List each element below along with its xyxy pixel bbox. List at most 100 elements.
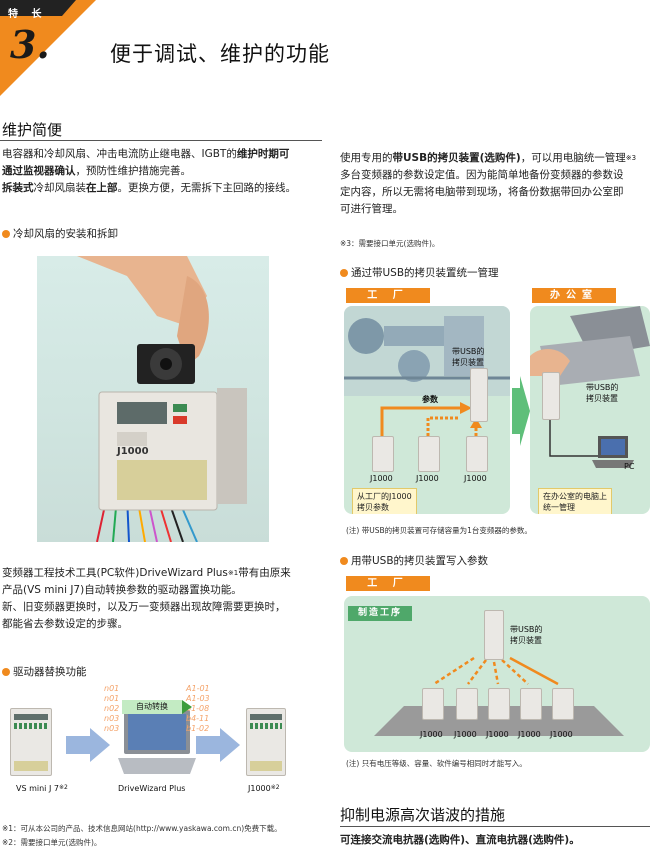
maintenance-line-2: 通过监视器确认，预防性维护措施完善。 — [2, 165, 191, 177]
laptop-icon — [118, 710, 196, 774]
office-usb-label: 带USB的拷贝装置 — [586, 383, 619, 403]
feature-number: 3. — [10, 22, 50, 67]
process-tag: 制造工序 — [348, 606, 412, 621]
office-manage-box: 在办公室的电脑上统一管理 — [538, 488, 612, 514]
inverter-label: J1000 — [454, 730, 477, 739]
replace-bullet: 驱动器替换功能 — [2, 664, 87, 679]
manage-bullet: 通过带USB的拷贝装置统一管理 — [340, 265, 499, 280]
param-code: b1-08 — [186, 704, 210, 713]
footnote-1: ※1：可从本公司的产品、技术信息网站(http://www.yaskawa.co… — [2, 824, 282, 833]
factory-tag-2: 工 厂 — [346, 576, 430, 591]
fan-photo: J1000 — [37, 256, 269, 542]
photo-model-label: J1000 — [117, 446, 149, 457]
corner-badge — [0, 0, 96, 96]
drivewizard-line-3: 新、旧变频器更换时，以及万一变频器出现故障需要更换时， — [2, 601, 286, 613]
manage-bullet-label: 通过带USB的拷贝装置统一管理 — [351, 267, 499, 279]
drivewizard-line-1: 变频器工程技术工具(PC软件)DriveWizard Plus※1带有由原来 — [2, 567, 291, 579]
section-rule — [340, 826, 650, 827]
param-label: 参数 — [422, 395, 438, 404]
inverter-icon — [466, 436, 488, 472]
note-b: (注) 只有电压等级、容量、软件编号相同时才能写入。 — [346, 759, 527, 768]
usb-copy-device-icon — [542, 372, 560, 420]
drivewizard-line-4: 都能省去参数设定的步骤。 — [2, 618, 128, 630]
drivewizard-text: 变频器工程技术工具(PC软件)DriveWizard Plus※1带有由原来 产… — [2, 565, 324, 633]
write-bullet: 用带USB的拷贝装置写入参数 — [340, 553, 488, 568]
usb-copy-label: 带USB的拷贝装置 — [452, 347, 485, 367]
param-code: n01 — [104, 684, 120, 693]
section-title-maintenance: 维护简便 — [2, 121, 63, 139]
replace-bullet-label: 驱动器替换功能 — [13, 666, 87, 678]
usb-copy-line-1: 使用专用的带USB的拷贝装置(选购件)，可以用电脑统一管理※3 — [340, 152, 637, 164]
usb-copy-device-icon — [470, 368, 488, 422]
inverter-label: J1000 — [550, 730, 573, 739]
vsmini-label: VS mini J 7※2 — [16, 784, 68, 793]
inverter-icon — [520, 688, 542, 720]
pc-label: PC — [624, 462, 635, 471]
inverter-label: J1000 — [416, 474, 439, 483]
inverter-icon — [488, 688, 510, 720]
inverter-icon — [456, 688, 478, 720]
param-code: b4-11 — [186, 714, 210, 723]
fan-bullet: 冷却风扇的安装和拆卸 — [2, 226, 118, 241]
param-code: n03 — [104, 724, 120, 733]
harmonics-text: 可连接交流电抗器(选购件)、直流电抗器(选购件)。 — [340, 834, 580, 846]
param-code: b1-02 — [186, 724, 210, 733]
inverter-label: J1000 — [464, 474, 487, 483]
usb-copy-line-2: 多台变频器的参数设定值。因为能简单地备份变频器的参数设 — [340, 169, 624, 181]
corner-graphic — [0, 0, 96, 96]
param-code: A1-01 — [186, 684, 210, 693]
write-bullet-label: 用带USB的拷贝装置写入参数 — [351, 555, 489, 567]
maintenance-line-3: 拆装式冷却风扇装在上部。更换方便，无需拆下主回路的接线。 — [2, 182, 296, 194]
drivewizard-line-2: 产品(VS mini J7)自动转换参数的驱动器置换功能。 — [2, 584, 242, 596]
param-code: n01 — [104, 694, 120, 703]
usb-copy-label-2: 带USB的拷贝装置 — [510, 625, 543, 645]
usb-copy-line-4: 可进行管理。 — [340, 203, 403, 215]
bullet-dot-icon — [2, 229, 10, 238]
arrow-right-icon — [512, 376, 530, 446]
inverter-label: J1000 — [486, 730, 509, 739]
drivewizard-label: DriveWizard Plus — [118, 784, 186, 793]
auto-convert-label: 自动转换 — [122, 700, 182, 714]
maintenance-line-1: 电容器和冷却风扇、冲击电流防止继电器、IGBT的维护时期可 — [2, 148, 290, 160]
bullet-dot-icon — [340, 268, 348, 277]
inverter-icon — [552, 688, 574, 720]
inverter-label: J1000 — [420, 730, 443, 739]
fan-bullet-label: 冷却风扇的安装和拆卸 — [13, 228, 118, 240]
arrow-right-icon — [182, 700, 192, 714]
feature-tag: 特 长 — [8, 9, 47, 20]
page-title: 便于调试、维护的功能 — [110, 42, 330, 66]
usb-copy-device-icon — [484, 610, 504, 660]
office-panel: 带USB的拷贝装置 PC 在办公室的电脑上统一管理 — [530, 306, 650, 514]
bullet-dot-icon — [2, 667, 10, 676]
inverter-icon — [372, 436, 394, 472]
office-illustration — [530, 306, 650, 468]
factory-tag: 工 厂 — [346, 288, 430, 303]
vsmini-drive-image — [10, 708, 52, 776]
param-code: A1-03 — [186, 694, 210, 703]
office-tag: 办公室 — [532, 288, 616, 303]
inverter-label: J1000 — [518, 730, 541, 739]
bullet-dot-icon — [340, 556, 348, 565]
inverter-label: J1000 — [370, 474, 393, 483]
j1000-label: J1000※2 — [248, 784, 280, 793]
process-panel: 制造工序 带USB的拷贝装置 J1000 J1000 J1000 J1000 J… — [344, 596, 650, 752]
footnote-3: ※3：需要接口单元(选购件)。 — [340, 239, 440, 248]
usb-copy-line-3: 定内容，所以无需将电脑带到现场，将备份数据带回办公室即 — [340, 186, 624, 198]
note-a: (注) 带USB的拷贝装置可存储容量为1台变频器的参数。 — [346, 526, 532, 535]
footnote-2: ※2：需要接口单元(选购件)。 — [2, 838, 102, 847]
inverter-icon — [418, 436, 440, 472]
section-title-harmonics: 抑制电源高次谐波的措施 — [340, 806, 506, 824]
param-code: n02 — [104, 704, 120, 713]
factory-panel: 带USB的拷贝装置 参数 J1000 J1000 J1000 从工厂的J1000… — [344, 306, 510, 514]
fan-photo-illustration — [77, 256, 247, 542]
inverter-icon — [422, 688, 444, 720]
j1000-drive-image — [246, 708, 286, 776]
arrow-right-icon — [66, 728, 110, 762]
arrow-right-icon — [196, 728, 240, 762]
param-code: n03 — [104, 714, 120, 723]
maintenance-text: 电容器和冷却风扇、冲击电流防止继电器、IGBT的维护时期可 通过监视器确认，预防… — [2, 146, 324, 197]
